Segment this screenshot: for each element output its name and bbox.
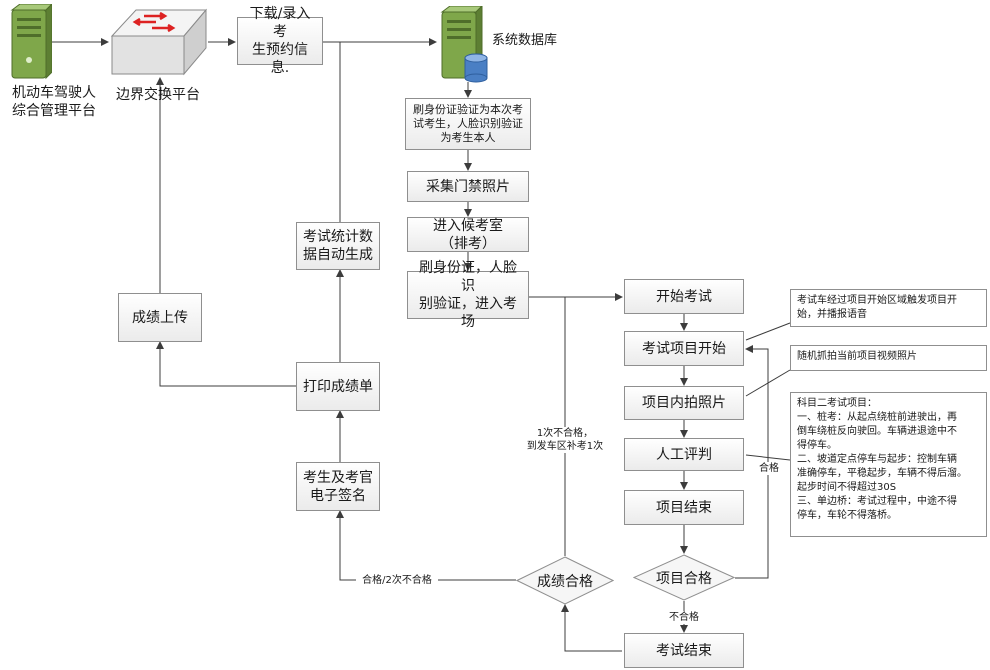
collect-photo-box: 采集门禁照片 — [407, 171, 529, 202]
manual-judge-box: 人工评判 — [624, 438, 744, 471]
verify-id-box: 刷身份证验证为本次考 试考生，人脸识别验证 为考生本人 — [405, 98, 531, 150]
database-label: 系统数据库 — [492, 33, 558, 48]
print-box: 打印成绩单 — [296, 362, 380, 411]
download-register-box: 下载/录入考 生预约信息. — [237, 6, 323, 76]
subject2-note: 科目二考试项目： 一、桩考：从起点绕桩前进驶出，再 倒车绕桩反向驶回。车辆进退途… — [790, 392, 987, 537]
switch-icon — [108, 6, 208, 78]
item-pass-label: 项目合格 — [656, 571, 712, 587]
platform-label: 机动车驾驶人 综合管理平台 — [12, 85, 96, 119]
pass-label: 合格 — [758, 462, 780, 475]
item-start-box: 考试项目开始 — [624, 331, 744, 366]
trigger-note: 考试车经过项目开始区域触发项目开 始，并播报语音 — [790, 289, 987, 327]
item-end-box: 项目结束 — [624, 490, 744, 525]
score-pass-label: 成绩合格 — [537, 574, 593, 590]
start-exam-box: 开始考试 — [624, 279, 744, 314]
random-photo-note: 随机抓拍当前项目视频照片 — [790, 345, 987, 371]
item-pass-diamond: 项目合格 — [633, 554, 735, 601]
fail-label: 不合格 — [662, 611, 706, 624]
signature-box: 考生及考官 电子签名 — [296, 462, 380, 511]
waiting-room-box: 进入候考室 （排考） — [407, 217, 529, 252]
retake-label: 1次不合格， 到发车区补考1次 — [515, 427, 615, 453]
exam-end-box: 考试结束 — [624, 633, 744, 668]
photo-in-item-box: 项目内拍照片 — [624, 386, 744, 420]
score-pass-diamond: 成绩合格 — [516, 556, 614, 605]
enter-field-box: 刷身份证，人脸识 别验证，进入考场 — [407, 260, 529, 330]
database-server-icon — [438, 4, 494, 84]
server-icon — [8, 2, 54, 82]
exchange-label: 边界交换平台 — [116, 87, 200, 103]
stats-box: 考试统计数 据自动生成 — [296, 222, 380, 270]
pass-or-fail2-label: 合格/2次不合格 — [356, 574, 438, 587]
upload-box: 成绩上传 — [118, 293, 202, 342]
